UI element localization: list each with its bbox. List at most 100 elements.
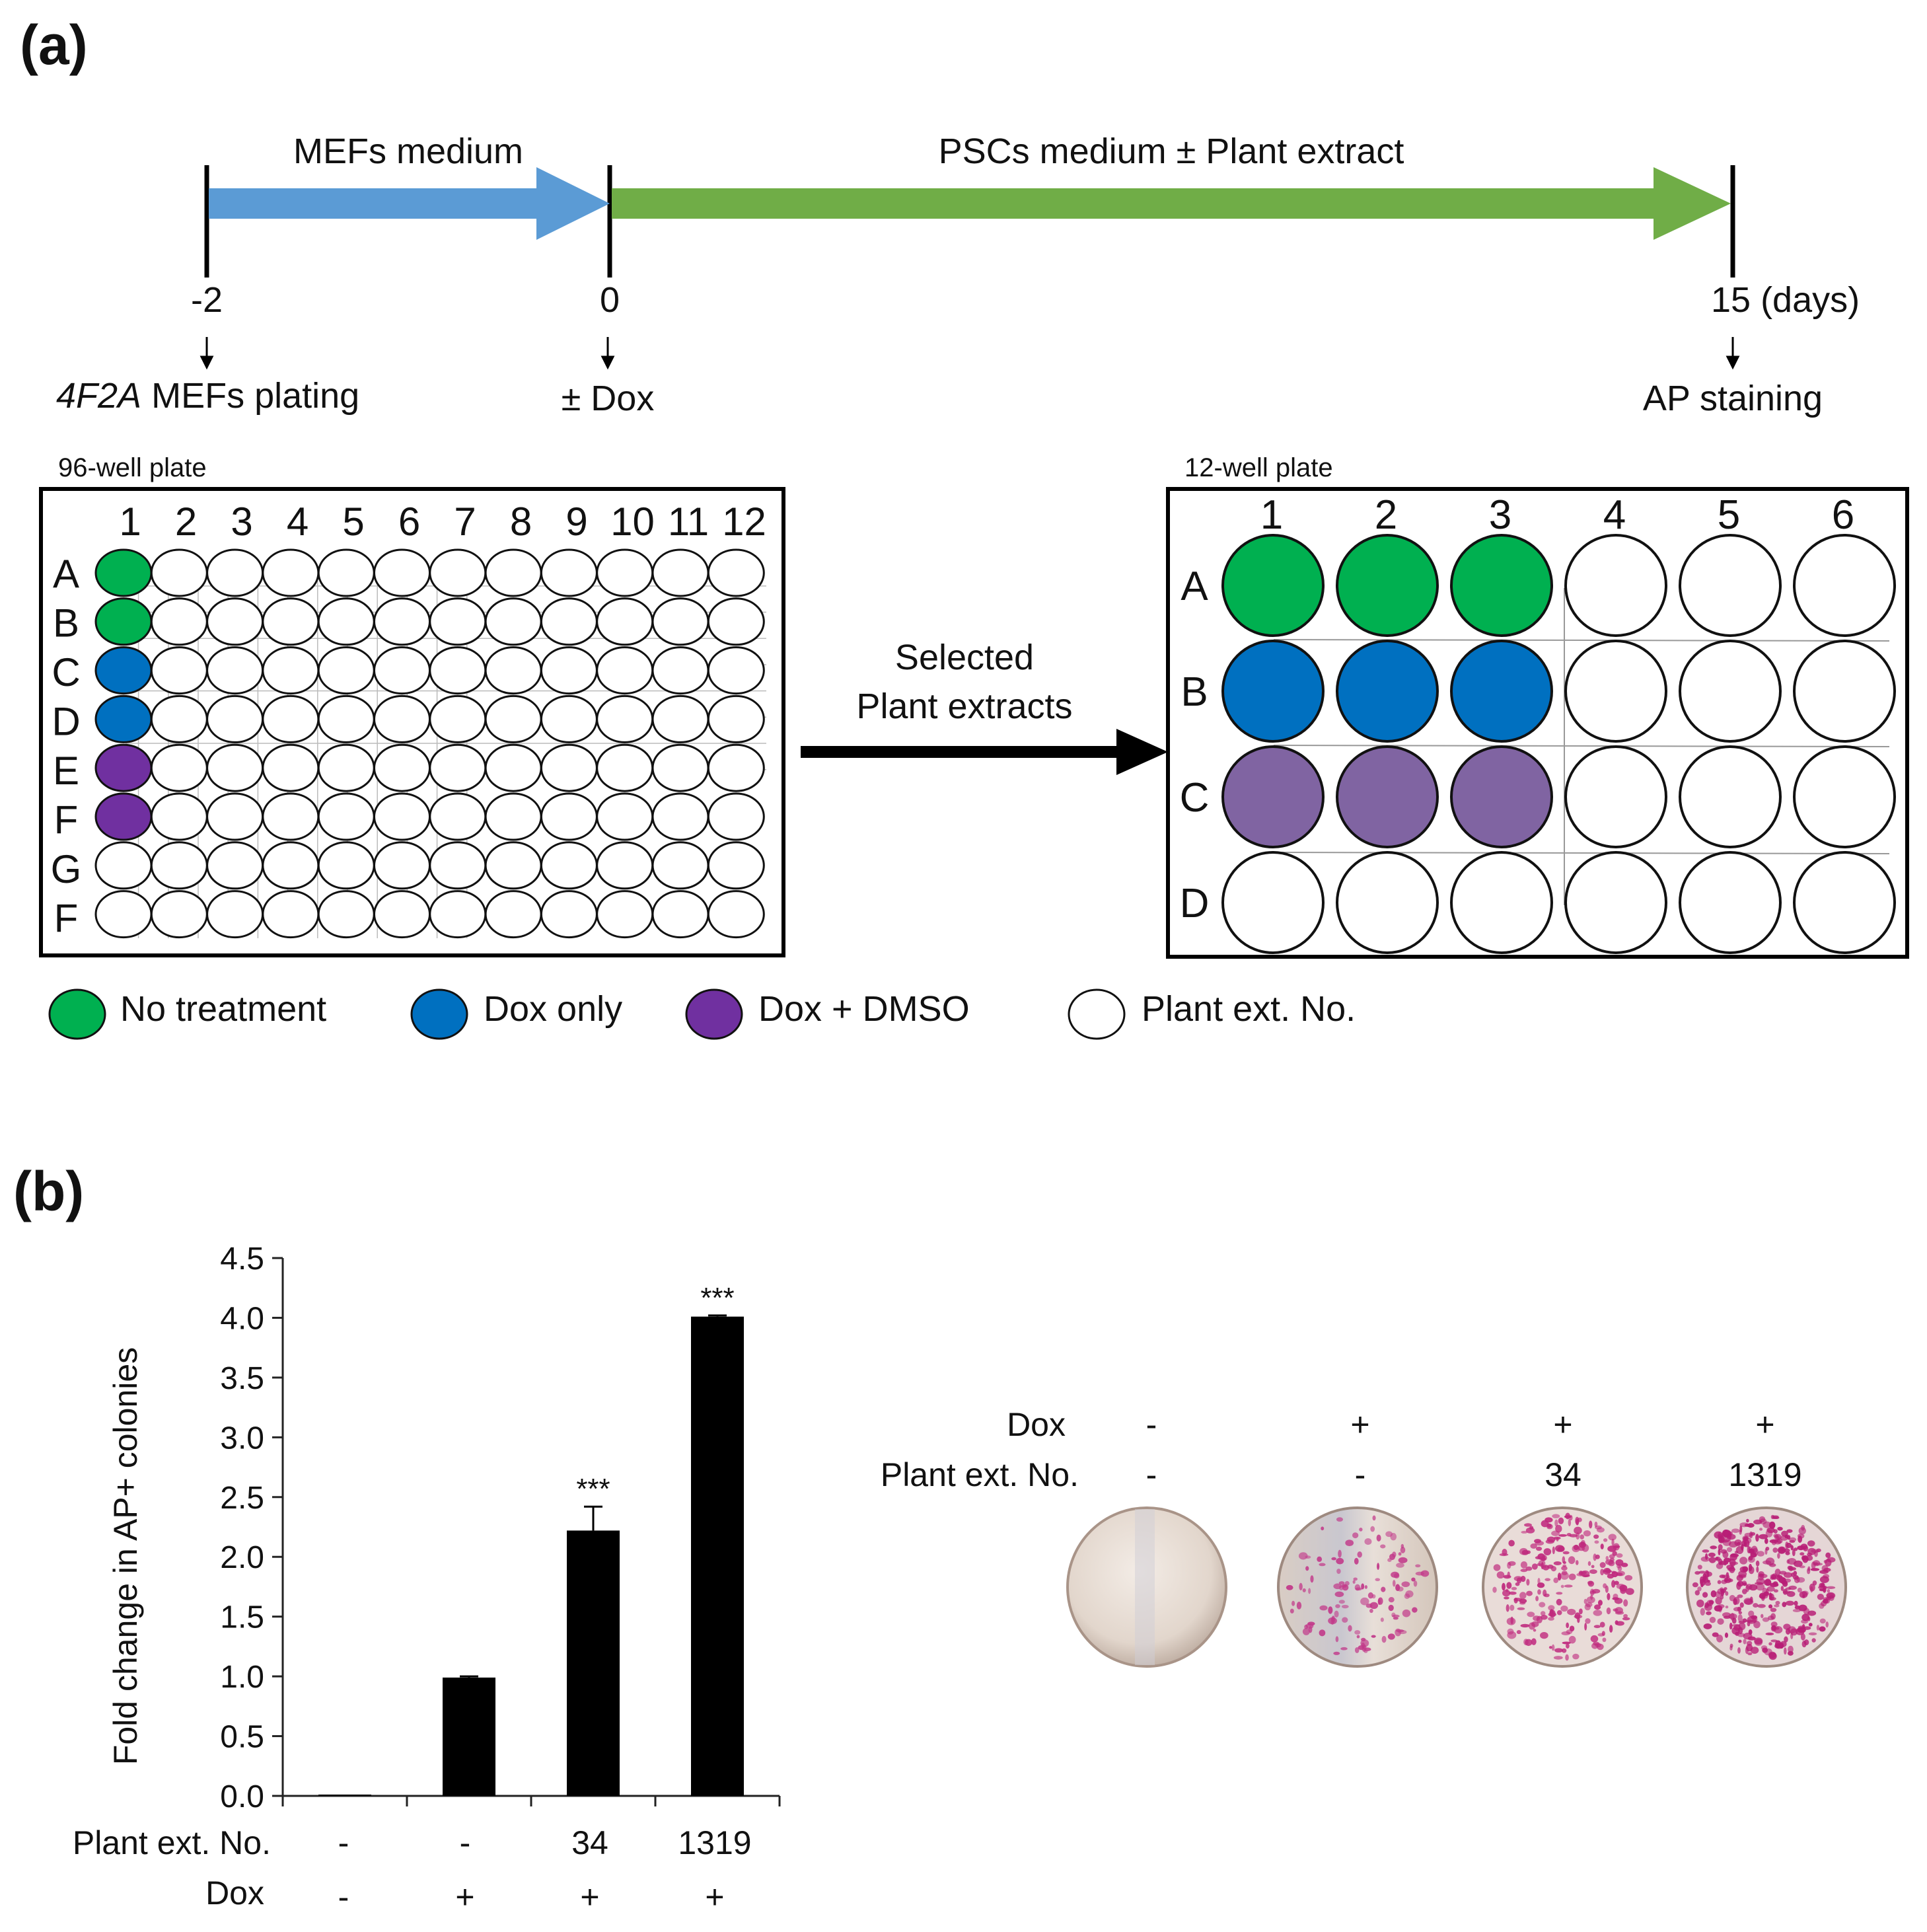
colony-spot xyxy=(1710,1590,1717,1598)
tick-label-0: 0 xyxy=(599,280,620,320)
colony-spot xyxy=(1788,1585,1797,1590)
colony-spot xyxy=(1615,1620,1618,1625)
colony-spot xyxy=(1770,1639,1778,1643)
colony-spot xyxy=(1767,1616,1774,1621)
colony-spot xyxy=(1704,1581,1712,1586)
plate96-col-label: 3 xyxy=(231,500,252,544)
colony-spot xyxy=(1694,1590,1700,1596)
colony-spot xyxy=(1780,1547,1784,1552)
colony-spot xyxy=(1726,1572,1729,1579)
colony-spot xyxy=(1526,1590,1533,1596)
colony-spot xyxy=(1583,1530,1591,1537)
colony-spot xyxy=(1737,1633,1745,1637)
colony-spot xyxy=(1539,1602,1546,1608)
colony-spot xyxy=(1776,1627,1780,1630)
dish-dox-value: + xyxy=(1553,1406,1573,1443)
colony-spot xyxy=(1748,1629,1753,1635)
colony-spot xyxy=(1371,1594,1376,1599)
colony-spot xyxy=(1587,1580,1595,1587)
colony-spot xyxy=(1758,1571,1764,1577)
colony-spot xyxy=(1785,1551,1790,1555)
colony-spot xyxy=(1765,1546,1770,1551)
colony-spot xyxy=(1611,1580,1616,1588)
colony-spot xyxy=(1813,1562,1818,1565)
colony-spot xyxy=(1589,1588,1595,1596)
row-plant-value: - xyxy=(338,1824,349,1861)
colony-spot xyxy=(1738,1574,1747,1579)
colony-spot xyxy=(1591,1565,1595,1569)
colony-spot xyxy=(1735,1545,1744,1554)
colony-spot xyxy=(1603,1538,1608,1542)
colony-spot xyxy=(1825,1552,1831,1558)
colony-spot xyxy=(1553,1561,1562,1566)
colony-spot xyxy=(1411,1577,1416,1582)
y-tick-label: 3.5 xyxy=(220,1361,264,1396)
colony-spot xyxy=(1553,1577,1559,1583)
colony-spot xyxy=(1809,1623,1813,1627)
colony-spot xyxy=(1493,1564,1501,1571)
colony-spot xyxy=(1517,1607,1525,1610)
plate96-row-label: E xyxy=(53,749,79,793)
legend-label-no-treatment: No treatment xyxy=(120,989,327,1029)
plate96-col-label: 2 xyxy=(175,500,197,544)
colony-spot xyxy=(1299,1582,1303,1590)
colony-spot xyxy=(1770,1574,1777,1579)
colony-spot xyxy=(1741,1540,1747,1547)
plate12-well xyxy=(1450,851,1553,954)
colony-spot xyxy=(1376,1534,1381,1542)
colony-spot xyxy=(1369,1608,1373,1614)
colony-spot xyxy=(1720,1549,1727,1554)
colony-spot xyxy=(1388,1604,1394,1612)
colony-spot xyxy=(1352,1532,1359,1539)
colony-spot xyxy=(1506,1604,1509,1612)
colony-spot xyxy=(1533,1629,1537,1632)
plate12-row-label: D xyxy=(1180,881,1210,926)
plate12-well xyxy=(1793,851,1896,954)
colony-spot xyxy=(1737,1580,1744,1587)
colony-spot xyxy=(1335,1604,1340,1608)
colony-spot xyxy=(1772,1581,1778,1586)
colony-spot xyxy=(1801,1524,1805,1531)
plate12-row-label: C xyxy=(1180,775,1210,821)
colony-spot xyxy=(1750,1647,1759,1654)
colony-spot xyxy=(1768,1592,1773,1600)
colony-spot xyxy=(1759,1528,1763,1531)
mefs-medium-arrow xyxy=(209,167,610,240)
colony-spot xyxy=(1364,1584,1367,1589)
colony-spot xyxy=(1771,1625,1776,1631)
stained-dishes xyxy=(1066,1506,1847,1668)
colony-spots xyxy=(1286,1515,1430,1655)
significance-marker: *** xyxy=(576,1473,610,1505)
colony-spot xyxy=(1404,1593,1410,1599)
colony-spot xyxy=(1354,1630,1361,1635)
colony-spot xyxy=(1770,1514,1775,1520)
colony-spot xyxy=(1541,1520,1549,1528)
colony-spot xyxy=(1354,1557,1359,1565)
colony-spot xyxy=(1755,1560,1760,1567)
colony-spot xyxy=(1798,1604,1807,1612)
plate96-col-label: 4 xyxy=(287,500,309,544)
colony-spot xyxy=(1520,1569,1528,1573)
colony-spot xyxy=(1807,1568,1811,1575)
colony-spot xyxy=(1413,1580,1418,1587)
colony-spot xyxy=(1593,1641,1600,1646)
colony-spot xyxy=(1702,1573,1707,1581)
colony-spot xyxy=(1747,1652,1753,1656)
colony-spot xyxy=(1548,1617,1554,1621)
colony-spot xyxy=(1363,1647,1371,1652)
colony-spot xyxy=(1535,1596,1539,1602)
colony-spot xyxy=(1706,1600,1714,1607)
colony-spot xyxy=(1792,1549,1796,1557)
plate96-row-label: A xyxy=(53,552,79,596)
colony-spot xyxy=(1530,1543,1537,1549)
colony-spot xyxy=(1755,1534,1759,1542)
colony-spot xyxy=(1762,1617,1770,1622)
colony-spot xyxy=(1519,1592,1527,1600)
y-tick-label: 0.5 xyxy=(220,1720,264,1755)
colony-spot xyxy=(1291,1600,1295,1606)
plate12-well xyxy=(1336,640,1439,743)
colony-spot xyxy=(1334,1610,1339,1617)
row-dox-label: Dox xyxy=(205,1875,264,1912)
colony-spot xyxy=(1575,1516,1580,1525)
